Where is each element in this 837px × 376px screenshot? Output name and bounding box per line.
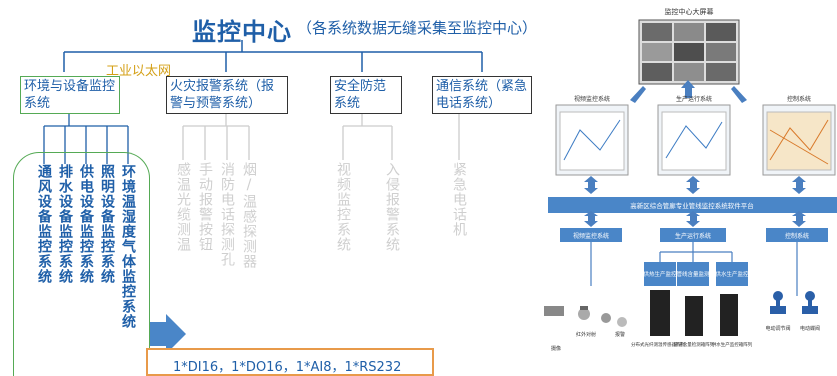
software-platform-bar [548,197,837,213]
cabinet-devices [650,290,738,336]
fire-subsystem: 手动报警按钮 [197,162,213,252]
device-label: 电动蝶阀 [800,325,820,332]
production-unit-label: 管线含量监测 [676,270,710,278]
device-label: 供水生产监控箱阵列 [712,341,753,348]
device-label: 管道含量检测箱阵列 [674,341,715,348]
io-spec-box: 1*DI16，1*DO16，1*AI8，1*RS232 [146,348,434,376]
screen-label: 生产运行系统 [676,95,712,103]
big-screen-label: 监控中心大屏幕 [665,7,714,16]
fire-subsystem: 消防电话探测孔 [219,162,235,267]
fire-subsystem: 感温光缆测温 [175,162,191,252]
security-subsystem: 入侵报警系统 [384,162,400,252]
fire-subsystem: 烟/温感探测器 [241,162,257,269]
ethernet-label: 工业以太网 [106,64,172,79]
device-label: 摄像 [551,345,561,352]
camera-devices [544,306,627,327]
platform-label: 高新区综合管廊专业管线监控系统软件平台 [630,201,754,210]
env-subsystem: 通风设备监控系统 [36,164,52,284]
production-unit-label: 供水生产监控 [715,270,749,278]
screen-label: 视频监控系统 [574,95,610,103]
system-label: 控制系统 [785,232,809,240]
device-label: 报警 [615,331,625,338]
production-unit-label: 供热生产监控 [643,270,677,278]
env-subsystem: 照明设备监控系统 [99,164,115,284]
system-screens [555,104,836,176]
comm-subsystem: 紧急电话机 [451,162,467,237]
device-label: 电动调节阀 [765,325,790,332]
system-comm-box: 通信系统（紧急电话系统） [432,76,532,114]
system-label: 视频监控系统 [573,232,609,240]
system-label: 生产运行系统 [675,232,711,240]
env-subsystem: 环境温湿度气体监控系统 [120,164,136,329]
system-env-box: 环境与设备监控系统 [20,76,120,114]
right-panel-diagram: 监控中心大屏幕 视频监控系统 生产运行系统 控制系统 高新区综合管廊专业管线监控… [540,0,837,376]
big-screen-monitor [638,19,740,85]
device-label: 红外对射 [576,331,596,338]
env-subsystem: 排水设备监控系统 [57,164,73,284]
valve-devices [770,291,818,314]
env-subsystem-group [13,152,150,376]
device-label: 分布式光纤测温传感器阵列 [631,341,685,348]
connector-lines [43,40,483,354]
diagram-subtitle: （各系统数据无缝采集至监控中心） [297,19,538,37]
system-security-box: 安全防范系统 [330,76,402,114]
screen-label: 控制系统 [787,95,811,103]
system-fire-box: 火灾报警系统（报警与预警系统） [166,76,288,114]
env-subsystem: 供电设备监控系统 [78,164,94,284]
security-subsystem: 视频监控系统 [335,162,351,252]
